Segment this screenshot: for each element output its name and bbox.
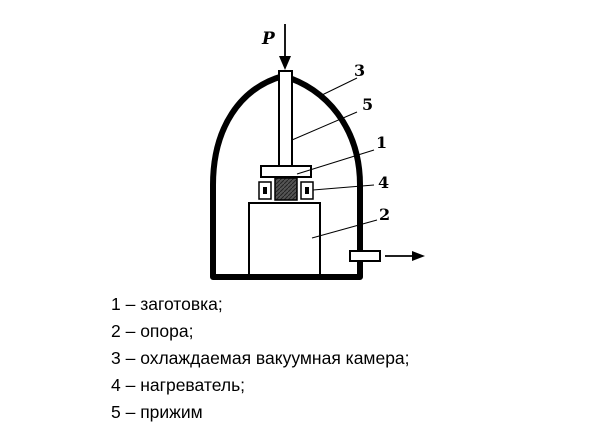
callout-2: 2 — [379, 205, 390, 224]
legend-item-4: 4 – нагреватель; — [111, 375, 246, 395]
leader-5 — [291, 111, 358, 141]
callout-4: 4 — [378, 173, 389, 192]
heater-left-core — [263, 187, 267, 194]
press-rod — [278, 70, 293, 169]
outlet-arrow-head — [412, 251, 425, 261]
legend-item-2: 2 – опора; — [111, 321, 194, 341]
workpiece — [274, 177, 298, 201]
vacuum-press-diagram: P 3 5 1 4 2 — [210, 24, 425, 280]
callout-3: 3 — [354, 61, 365, 80]
legend-item-5: 5 – прижим — [111, 402, 203, 422]
legend: 1 – заготовка; 2 – опора; 3 – охлаждаема… — [111, 291, 410, 426]
leader-3 — [321, 77, 358, 96]
callout-1: 1 — [376, 133, 387, 152]
callout-5: 5 — [362, 95, 373, 114]
force-arrow-head — [279, 56, 291, 70]
force-label: P — [261, 29, 276, 49]
leader-1 — [296, 149, 375, 175]
leader-2 — [311, 219, 378, 239]
leader-4 — [312, 184, 375, 191]
legend-item-3: 3 – охлаждаемая вакуумная камера; — [111, 348, 410, 368]
press-head-plate — [260, 165, 312, 178]
legend-item-1: 1 – заготовка; — [111, 294, 223, 314]
support-block — [248, 202, 321, 276]
heater-right-core — [305, 187, 309, 194]
outlet-pipe — [349, 250, 381, 262]
